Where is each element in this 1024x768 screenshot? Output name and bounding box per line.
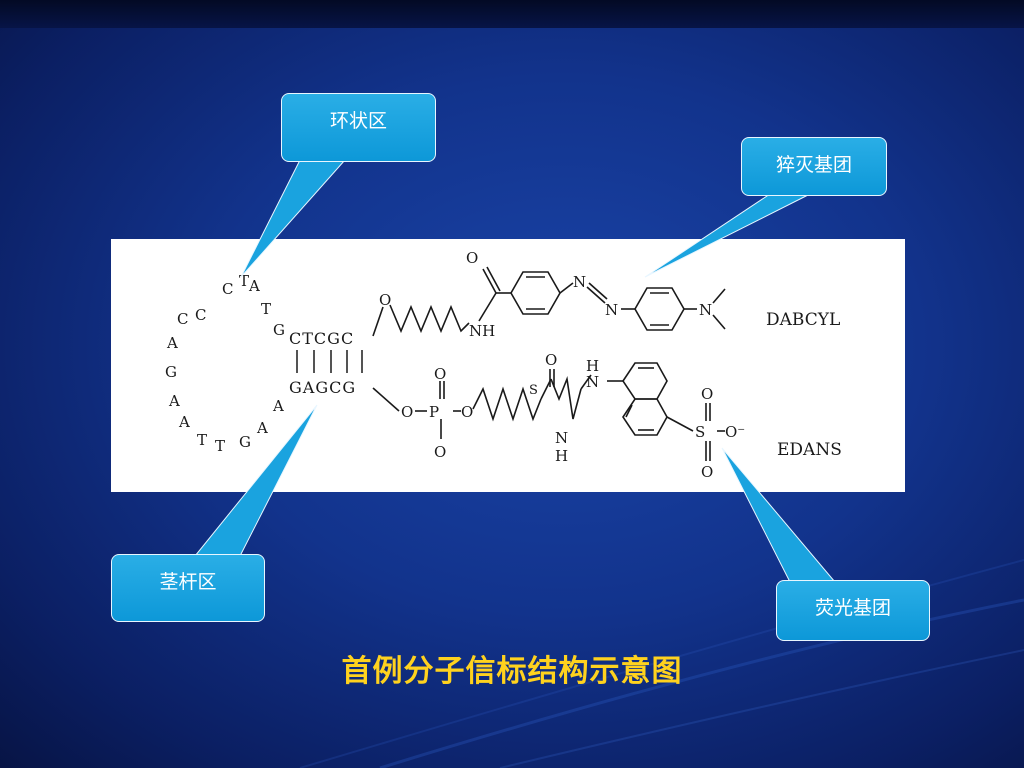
loop-region-callout: 环状区 bbox=[281, 93, 436, 162]
stem-region: CTCGC GAGCG bbox=[289, 329, 363, 397]
stem-region-callout: 茎杆区 bbox=[111, 554, 265, 622]
edans-label: EDANS bbox=[777, 440, 842, 460]
stem-bottom-sequence: GAGCG bbox=[289, 378, 356, 397]
quencher-callout: 猝灭基团 bbox=[741, 137, 887, 196]
loop-base: G bbox=[239, 433, 251, 451]
stem-region-label: 茎杆区 bbox=[159, 571, 217, 593]
loop-sequence: C T A T G C C A G A A T T G A A bbox=[165, 272, 285, 455]
fluorophore-callout: 荧光基团 bbox=[776, 580, 930, 641]
atom-hydrogen: H bbox=[555, 447, 568, 465]
atom-oxygen: O bbox=[379, 291, 391, 309]
atom-sulfur: S bbox=[529, 383, 538, 398]
atom-oxygen: O bbox=[401, 403, 413, 421]
top-bar bbox=[0, 0, 1024, 28]
base-pair-lines bbox=[296, 350, 363, 373]
loop-base: G bbox=[273, 321, 285, 339]
dabcyl-linker bbox=[372, 304, 470, 337]
loop-base: A bbox=[272, 397, 284, 415]
atom-phosphorus: P bbox=[429, 403, 439, 421]
loop-base: T bbox=[261, 300, 271, 318]
loop-base: A bbox=[168, 392, 180, 410]
loop-base: C bbox=[177, 310, 188, 328]
atom-oxygen: O bbox=[434, 365, 446, 383]
atom-oxygen-anion: O⁻ bbox=[725, 423, 745, 441]
atom-nitrogen: N bbox=[573, 273, 586, 291]
slide-caption: 首例分子信标结构示意图 bbox=[341, 654, 683, 689]
quencher-label: 猝灭基团 bbox=[775, 154, 852, 176]
atom-oxygen: O bbox=[461, 403, 473, 421]
atom-oxygen: O bbox=[701, 385, 713, 403]
atom-nitrogen: N bbox=[699, 301, 712, 319]
loop-base: T bbox=[197, 431, 207, 449]
loop-base: A bbox=[178, 413, 190, 431]
loop-region-label: 环状区 bbox=[329, 110, 387, 132]
molecular-beacon-diagram: C T A T G C C A G A A T T G A A CTCGC bbox=[111, 239, 905, 492]
stem-top-sequence: CTCGC bbox=[289, 329, 354, 348]
dabcyl-aromatic-system bbox=[478, 266, 726, 331]
loop-base: C bbox=[195, 306, 206, 324]
atom-nitrogen: N bbox=[586, 373, 599, 391]
structure-drawing: C T A T G C C A G A A T T G A A CTCGC bbox=[165, 249, 842, 481]
edans-linker bbox=[372, 362, 725, 461]
loop-base: A bbox=[166, 334, 178, 352]
loop-base: C bbox=[222, 280, 233, 298]
atom-nitrogen: N bbox=[605, 301, 618, 319]
loop-base: T bbox=[215, 437, 225, 455]
atom-nitrogen: N bbox=[555, 429, 568, 447]
loop-base: A bbox=[248, 277, 260, 295]
atom-oxygen: O bbox=[466, 249, 478, 267]
dabcyl-label: DABCYL bbox=[766, 310, 840, 330]
atom-nh: NH bbox=[469, 322, 495, 340]
atom-oxygen: O bbox=[545, 351, 557, 369]
atom-oxygen: O bbox=[434, 443, 446, 461]
loop-base: G bbox=[165, 363, 177, 381]
fluorophore-label: 荧光基团 bbox=[814, 597, 891, 619]
loop-base: T bbox=[239, 272, 249, 290]
loop-base: A bbox=[256, 419, 268, 437]
atom-hydrogen: H bbox=[586, 357, 599, 375]
atom-oxygen: O bbox=[701, 463, 713, 481]
atom-sulfur: S bbox=[695, 423, 705, 441]
